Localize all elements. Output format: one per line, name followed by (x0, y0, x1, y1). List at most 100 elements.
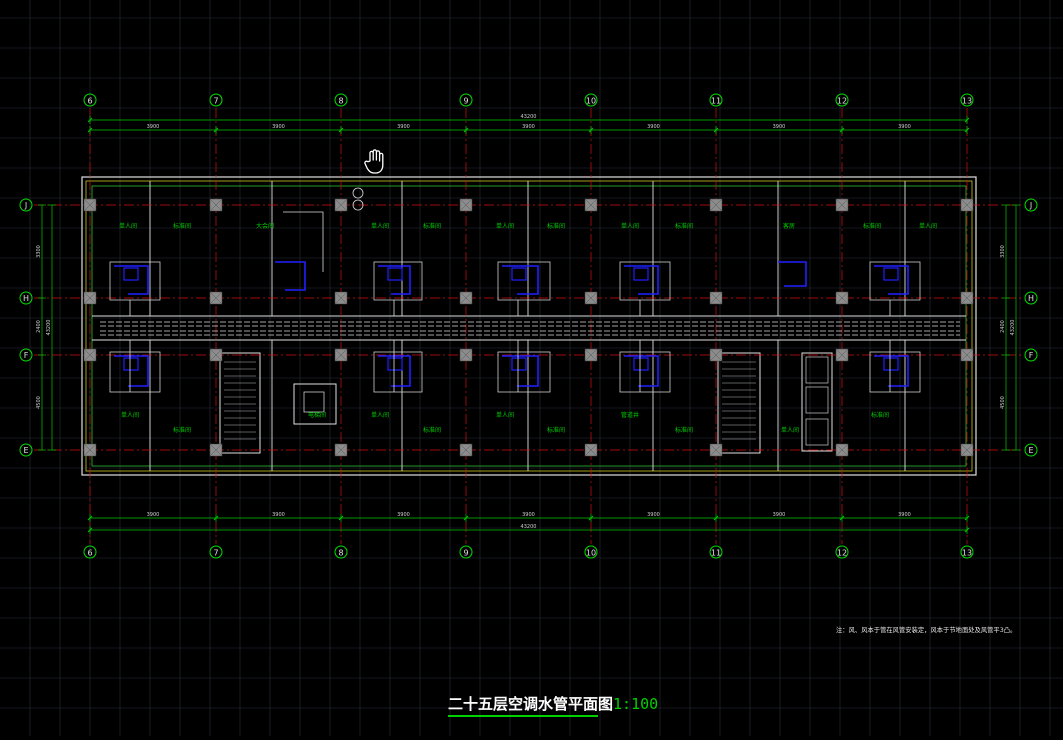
column-hatch (960, 291, 974, 305)
axis-label: 7 (213, 97, 218, 106)
shaft-cell (805, 418, 829, 446)
bay-dim-top-slash (588, 127, 594, 133)
elevator-box (303, 391, 325, 413)
bay-dim-top-text: 3900 (147, 124, 160, 130)
outer-wall (81, 176, 977, 476)
left-dim-text: 3300 (36, 245, 42, 258)
fan-coil-unit (123, 357, 139, 371)
stair-right (717, 352, 761, 454)
column-hatch (709, 348, 723, 362)
drawing-title: 二十五层空调水管平面图1:100 (448, 693, 658, 715)
axis-bubble (960, 545, 974, 559)
bay-dim-top-text: 3900 (647, 124, 660, 130)
axis-label: 13 (962, 549, 972, 558)
bathroom-box (373, 351, 423, 393)
room-label-top: 单人间 (119, 222, 137, 230)
valve-symbol (352, 199, 364, 211)
fan-coil-unit (387, 357, 403, 371)
axis-label: 12 (837, 97, 847, 106)
column-hatch (83, 291, 97, 305)
room-label-bottom: 电梯间 (308, 411, 326, 419)
room-label-top: 客房 (783, 222, 795, 230)
bay-dim-top-text: 3900 (773, 124, 786, 130)
axis-bubble (709, 93, 723, 107)
overall-dim-bottom-text: 43200 (521, 524, 537, 530)
fan-coil-unit (883, 267, 899, 281)
room-label-top: 标准间 (675, 222, 693, 230)
column-hatch (584, 348, 598, 362)
axis-bubble (459, 93, 473, 107)
axis-label: 11 (711, 549, 721, 558)
column-hatch (83, 198, 97, 212)
axis-label: 13 (962, 97, 972, 106)
column-hatch (960, 443, 974, 457)
axis-label: E (1028, 446, 1033, 455)
axis-label: 11 (711, 97, 721, 106)
column-hatch (459, 443, 473, 457)
bay-dim-top-slash (713, 127, 719, 133)
column-hatch (584, 291, 598, 305)
room-label-top: 标准间 (863, 222, 881, 230)
bay-dim-top-text: 3900 (522, 124, 535, 130)
left-dim-text: 2400 (36, 320, 42, 333)
right-dim-text: 4500 (1000, 396, 1006, 409)
drawing-note: 注：风、风本于管在风管安装定，风本于节地面处及风管平3凸。 (836, 627, 1017, 634)
branch-pipe (502, 265, 539, 295)
bay-dim-bottom-slash (87, 515, 93, 521)
bay-dim-bottom-text: 3900 (147, 512, 160, 518)
column-hatch (334, 291, 348, 305)
bathroom-box (619, 351, 671, 393)
room-label-bottom: 标准间 (675, 426, 693, 434)
column-hatch (835, 291, 849, 305)
bay-dim-bottom-slash (463, 515, 469, 521)
column-hatch (709, 443, 723, 457)
bathroom-box (619, 261, 671, 301)
axis-bubble (835, 93, 849, 107)
bathroom-box (869, 351, 921, 393)
branch-pipe (114, 355, 149, 387)
axis-label: 7 (213, 549, 218, 558)
column-hatch (334, 443, 348, 457)
axis-label: 6 (87, 549, 92, 558)
axis-bubble (835, 545, 849, 559)
branch-pipe (624, 355, 659, 387)
hand-pan-icon (362, 149, 386, 175)
axis-label: 9 (463, 549, 468, 558)
bathroom-box (109, 351, 161, 393)
column-hatch (83, 348, 97, 362)
axis-bubble (1024, 443, 1038, 457)
axis-label: 8 (338, 97, 343, 106)
bay-dim-bottom-text: 3900 (272, 512, 285, 518)
column-hatch (209, 198, 223, 212)
axis-bubble (83, 545, 97, 559)
column-hatch (209, 348, 223, 362)
column-hatch (334, 348, 348, 362)
axis-bubble (584, 93, 598, 107)
room-label-bottom: 标准间 (547, 426, 565, 434)
overall-dim-bottom-slash (964, 527, 970, 533)
bay-dim-bottom-text: 3900 (647, 512, 660, 518)
room-label-top: 标准间 (423, 222, 441, 230)
room-label-bottom: 单人间 (496, 411, 514, 419)
bay-dim-top-text: 3900 (272, 124, 285, 130)
branch-pipe (778, 261, 807, 287)
room-label-bottom: 标准间 (423, 426, 441, 434)
right-dim-text: 2400 (1000, 320, 1006, 333)
column-hatch (709, 198, 723, 212)
bathroom-box (497, 261, 551, 301)
bay-dim-bottom-slash (964, 515, 970, 521)
bay-dim-top-slash (839, 127, 845, 133)
axis-bubble (209, 545, 223, 559)
room-label-bottom: 单人间 (121, 411, 139, 419)
column-hatch (835, 443, 849, 457)
branch-pipe (874, 265, 909, 295)
right-dim-total-text: 43200 (1010, 320, 1016, 336)
room-label-bottom: 单人间 (371, 411, 389, 419)
shaft-cell (805, 386, 829, 414)
branch-pipe (624, 265, 659, 295)
room-label-bottom: 标准间 (173, 426, 191, 434)
axis-label: J (1029, 201, 1032, 210)
